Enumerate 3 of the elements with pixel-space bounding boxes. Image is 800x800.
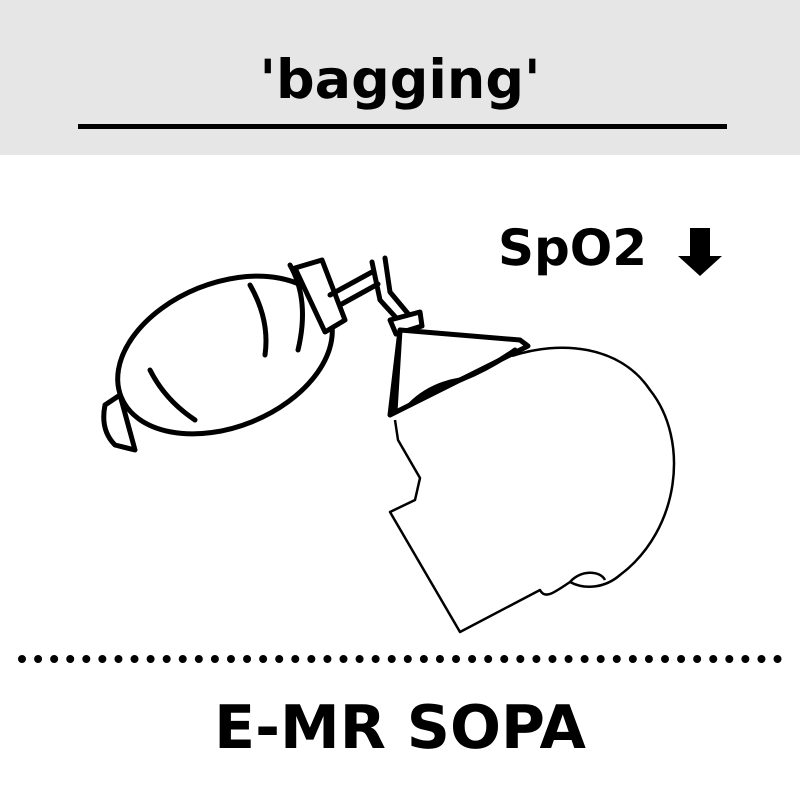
caption: E-MR SOPA: [213, 692, 587, 765]
title: 'bagging': [258, 48, 542, 112]
vital-sign-label: SpO2: [498, 218, 648, 278]
